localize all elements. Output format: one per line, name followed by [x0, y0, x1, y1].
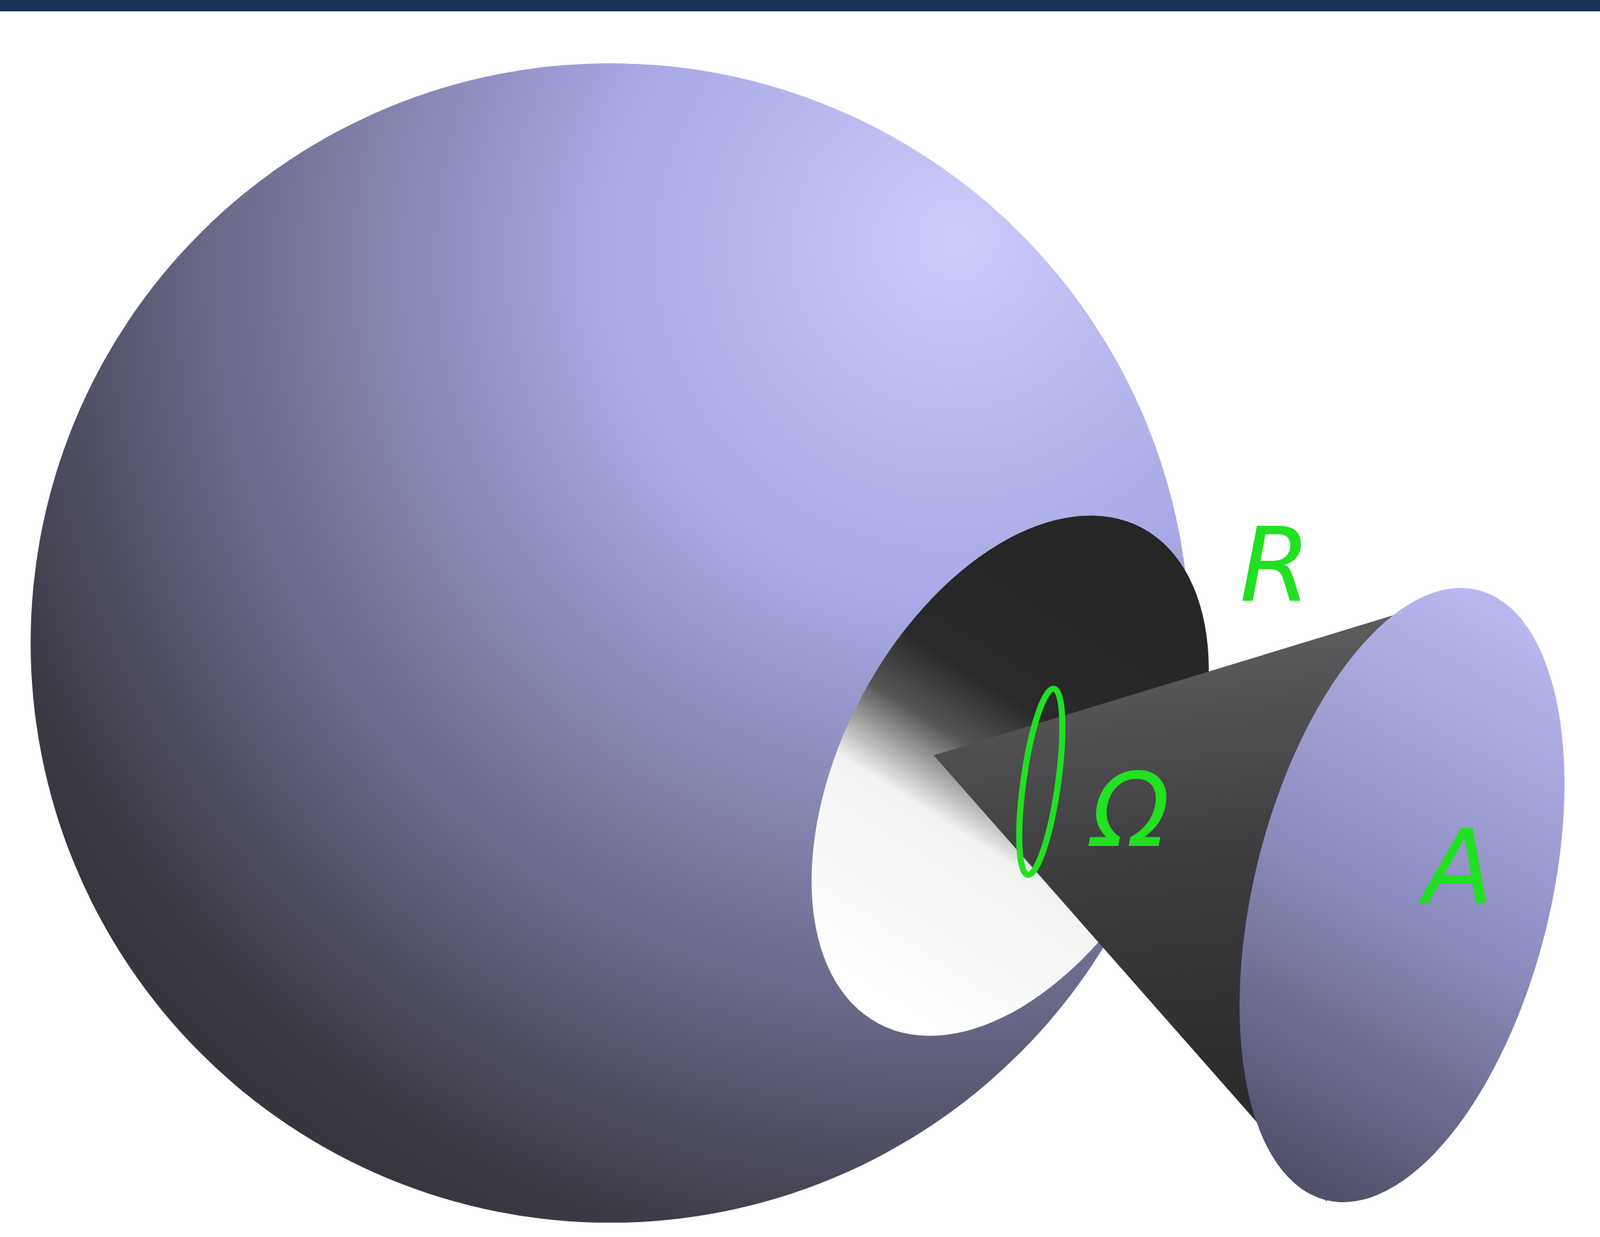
radius-label: R — [1239, 515, 1311, 618]
solid-angle-label: Ω — [1091, 759, 1171, 863]
solid-angle-mark — [1010, 686, 1071, 877]
area-label: A — [1423, 816, 1493, 919]
cone-base — [1182, 554, 1600, 1236]
top-bar — [0, 0, 1600, 12]
